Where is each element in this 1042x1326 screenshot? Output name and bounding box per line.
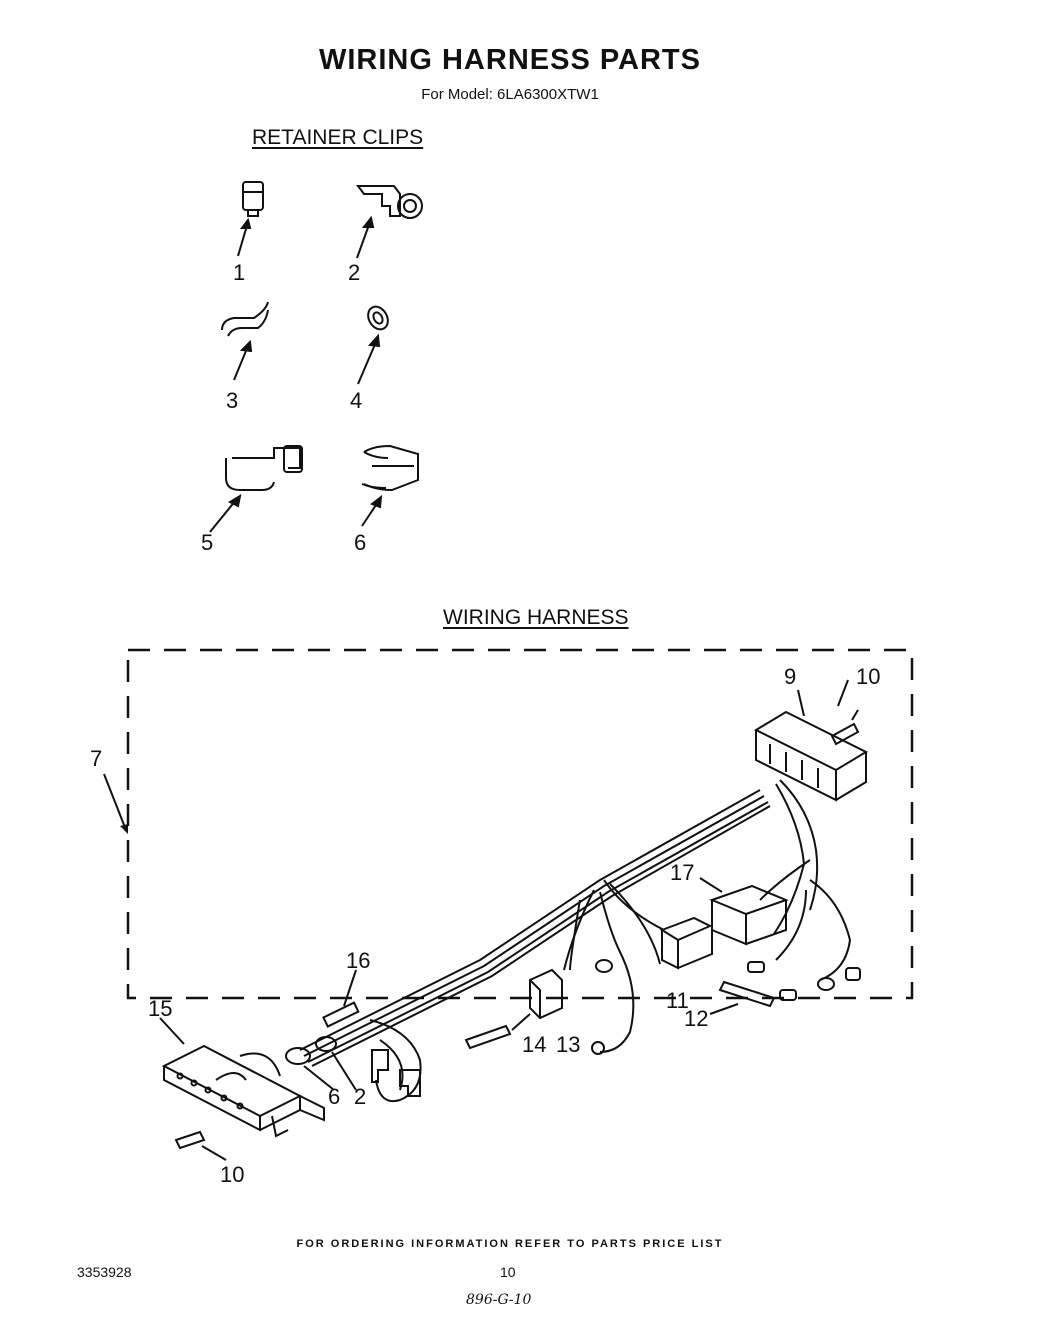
terminal-10-top [830,709,860,746]
ordering-note: FOR ORDERING INFORMATION REFER TO PARTS … [296,1238,724,1250]
terminal-right-4 [845,967,861,981]
clip-3-callout: 3 [226,388,239,413]
callout-10-top-arrow [837,679,849,707]
clip-2-arrowhead [361,215,375,228]
part-15 [161,1044,325,1138]
clip-1-callout: 1 [233,260,246,285]
callout-12: 12 [684,1006,709,1031]
harness-clip-2 [315,1036,337,1052]
main-harness-bundle [299,789,771,1067]
clip-5-callout: 5 [201,530,214,555]
clip-3-arrowhead [239,339,253,353]
callout-13: 13 [556,1032,581,1057]
clip-6-arrowhead [369,494,383,509]
callout-12-arrow [709,1003,739,1015]
ring-terminal [595,959,613,973]
wire-to-11b [609,883,661,965]
handwritten-note: 896-G-10 [466,1292,532,1308]
callout-2-arrow [331,1051,357,1091]
retainer-clips-heading: RETAINER CLIPS [252,126,424,149]
clip-2-callout: 2 [348,260,361,285]
clip-5-arrow [209,499,237,533]
clip-3-arrow [233,345,249,381]
terminal-right-2 [779,989,797,1001]
callout-7-arrowhead [120,824,128,834]
clip-16 [322,1001,360,1028]
page-title: WIRING HARNESS PARTS [319,44,701,76]
clip-6-drawing [361,444,419,492]
connector-17 [709,884,789,946]
callout-6-arrow [303,1065,335,1091]
callout-7-arrow [103,773,127,831]
callout-2: 2 [354,1084,367,1109]
clip-4-callout: 4 [350,388,363,413]
callout-10-top: 10 [856,664,881,689]
clip-5-drawing [225,445,303,491]
callout-9-leader [797,689,805,717]
callout-16: 16 [346,948,371,973]
callout-10-bottom-arrow [201,1145,227,1161]
branch-wires-right [759,779,852,981]
callout-11: 11 [666,988,689,1013]
terminal-right-1 [747,961,765,973]
wire-to-ground [599,891,635,1053]
terminal-10-bottom [174,1130,206,1150]
wire-to-13 [563,889,595,971]
clip-4-drawing [367,305,389,331]
clip-6-callout: 6 [354,530,367,555]
page-number: 10 [500,1264,516,1280]
wire-14 [511,1013,531,1031]
plug-blocks [371,1049,421,1097]
callout-9: 9 [784,664,797,689]
part-11 [659,916,713,970]
terminal-right-3 [817,977,835,991]
ground-ring [591,1041,605,1055]
callout-10-bottom: 10 [220,1162,245,1187]
callout-15: 15 [148,996,173,1021]
callout-17-arrow [699,877,723,893]
callout-6: 6 [328,1084,341,1109]
doc-number: 3353928 [77,1264,132,1280]
part-13 [529,968,563,1020]
callout-15-arrow [159,1017,185,1045]
callout-7: 7 [90,746,103,771]
clip-1-arrowhead [240,217,252,229]
callout-17: 17 [670,860,695,885]
model-line: For Model: 6LA6300XTW1 [421,86,599,103]
clip-1-drawing [242,181,264,217]
wire-loop-left [369,1019,422,1102]
clip-4-arrow [357,341,377,385]
wiring-harness-heading: WIRING HARNESS [443,606,629,629]
callout-16-arrow [343,969,357,1007]
clip-5-arrowhead [227,493,242,508]
clip-3-drawing [221,301,269,337]
wire-to-11 [603,879,665,931]
clip-2-drawing [356,185,423,219]
harness-clip-6 [285,1047,311,1065]
connector-9 [753,710,869,802]
clip-4-arrowhead [367,333,381,348]
callout-14: 14 [522,1032,547,1057]
part-14 [464,1024,512,1050]
part-12 [718,980,776,1008]
